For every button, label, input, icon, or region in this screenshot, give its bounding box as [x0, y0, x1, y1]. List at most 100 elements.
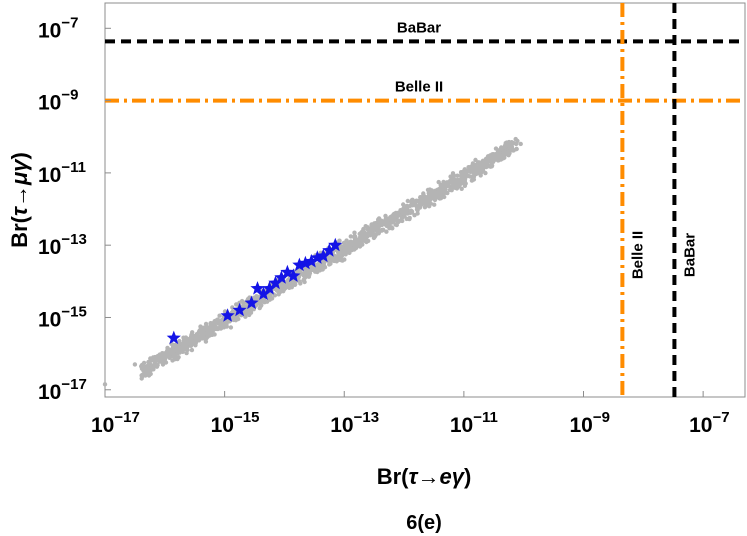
- scatter-point: [331, 255, 337, 261]
- scatter-point: [365, 225, 370, 230]
- scatter-point: [390, 219, 395, 224]
- scatter-point: [436, 179, 441, 185]
- scatter-point: [443, 184, 448, 190]
- scatter-point: [447, 178, 453, 184]
- scatter-point: [459, 174, 464, 179]
- star-point: [244, 295, 259, 310]
- scatter-point: [176, 355, 181, 360]
- scatter-point: [454, 185, 460, 190]
- scatter-point: [404, 203, 410, 209]
- scatter-point: [158, 356, 163, 361]
- scatter-point: [468, 169, 473, 174]
- scatter-point: [381, 220, 386, 225]
- scatter-point: [145, 366, 151, 371]
- scatter-point: [352, 230, 357, 235]
- scatter-point: [345, 248, 351, 253]
- scatter-point: [342, 257, 347, 262]
- bound-label: Belle II: [629, 231, 646, 279]
- star-point: [250, 281, 265, 295]
- scatter-point: [415, 211, 420, 216]
- scatter-point: [361, 229, 367, 234]
- scatter-point: [401, 206, 407, 211]
- scatter-point: [303, 274, 308, 279]
- scatter-point: [348, 239, 353, 244]
- scatter-point: [462, 177, 467, 183]
- scatter-point: [281, 289, 286, 294]
- scatter-point: [426, 190, 431, 196]
- scatter-point: [369, 230, 374, 235]
- y-tick-label: 10−17: [38, 376, 87, 404]
- bound-label: Belle II: [395, 79, 443, 96]
- scatter-point: [383, 213, 388, 219]
- scatter-point: [509, 139, 514, 145]
- scatter-point: [185, 337, 191, 342]
- scatter-point: [493, 146, 499, 151]
- scatter-point: [202, 336, 207, 341]
- scatter-point: [301, 278, 306, 283]
- x-tick-label: 10−15: [211, 409, 260, 437]
- scatter-point: [376, 226, 381, 232]
- scatter-point: [203, 321, 209, 327]
- star-point: [322, 243, 337, 257]
- scatter-point: [405, 198, 410, 204]
- star-point: [256, 286, 271, 300]
- scatter-point: [189, 347, 195, 353]
- scatter-point: [439, 194, 444, 199]
- scatter-point: [429, 188, 435, 193]
- scatter-point: [171, 344, 176, 349]
- scatter-point: [355, 239, 361, 244]
- scatter-point: [193, 338, 199, 343]
- scatter-point: [132, 362, 138, 367]
- scatter-point: [426, 195, 431, 200]
- scatter-point: [415, 207, 420, 212]
- scatter-point: [314, 262, 319, 268]
- scatter-point: [352, 234, 358, 239]
- scatter-point: [308, 267, 314, 272]
- scatter-point: [488, 163, 494, 168]
- star-point: [310, 250, 325, 264]
- y-tick-label: 10−9: [38, 87, 78, 115]
- scatter-point: [473, 157, 478, 163]
- scatter-point: [396, 210, 401, 215]
- plot-frame: [104, 2, 746, 398]
- star-point: [232, 302, 247, 317]
- scatter-point: [489, 155, 494, 161]
- scatter-point: [497, 150, 502, 155]
- scatter-point: [241, 301, 246, 306]
- scatter-point: [449, 174, 455, 180]
- scatter-point: [475, 160, 481, 166]
- scatter-point: [507, 148, 513, 153]
- star-point: [262, 281, 277, 295]
- x-tick-label: 10−9: [570, 409, 610, 437]
- scatter-point: [480, 159, 486, 165]
- scatter-point: [361, 236, 366, 241]
- y-tick-label: 10−15: [38, 303, 87, 331]
- scatter-point: [409, 210, 415, 215]
- scatter-point: [376, 219, 381, 224]
- scatter-point: [470, 174, 476, 179]
- scatter-point: [344, 244, 350, 250]
- scatter-point: [369, 225, 374, 231]
- x-tick-label: 10−13: [330, 409, 379, 437]
- scatter-point: [174, 347, 179, 353]
- scatter-point: [402, 210, 408, 215]
- scatter-point: [419, 202, 424, 207]
- scatter-point: [184, 350, 189, 356]
- scatter-point: [344, 238, 349, 243]
- star-point: [166, 330, 181, 345]
- bound-label: BaBar: [681, 233, 698, 277]
- scatter-point: [214, 318, 219, 323]
- scatter-point: [243, 314, 248, 319]
- scatter-point: [163, 352, 168, 357]
- star-point: [268, 275, 283, 290]
- scatter-point: [338, 245, 343, 251]
- scatter-point: [432, 193, 438, 198]
- scatter-point: [462, 183, 468, 188]
- scatter-point: [165, 345, 170, 351]
- scatter-point: [313, 266, 318, 271]
- scatter-point: [459, 186, 464, 191]
- scatter-point: [390, 214, 395, 219]
- scatter-point: [267, 297, 272, 302]
- star-point: [304, 253, 319, 268]
